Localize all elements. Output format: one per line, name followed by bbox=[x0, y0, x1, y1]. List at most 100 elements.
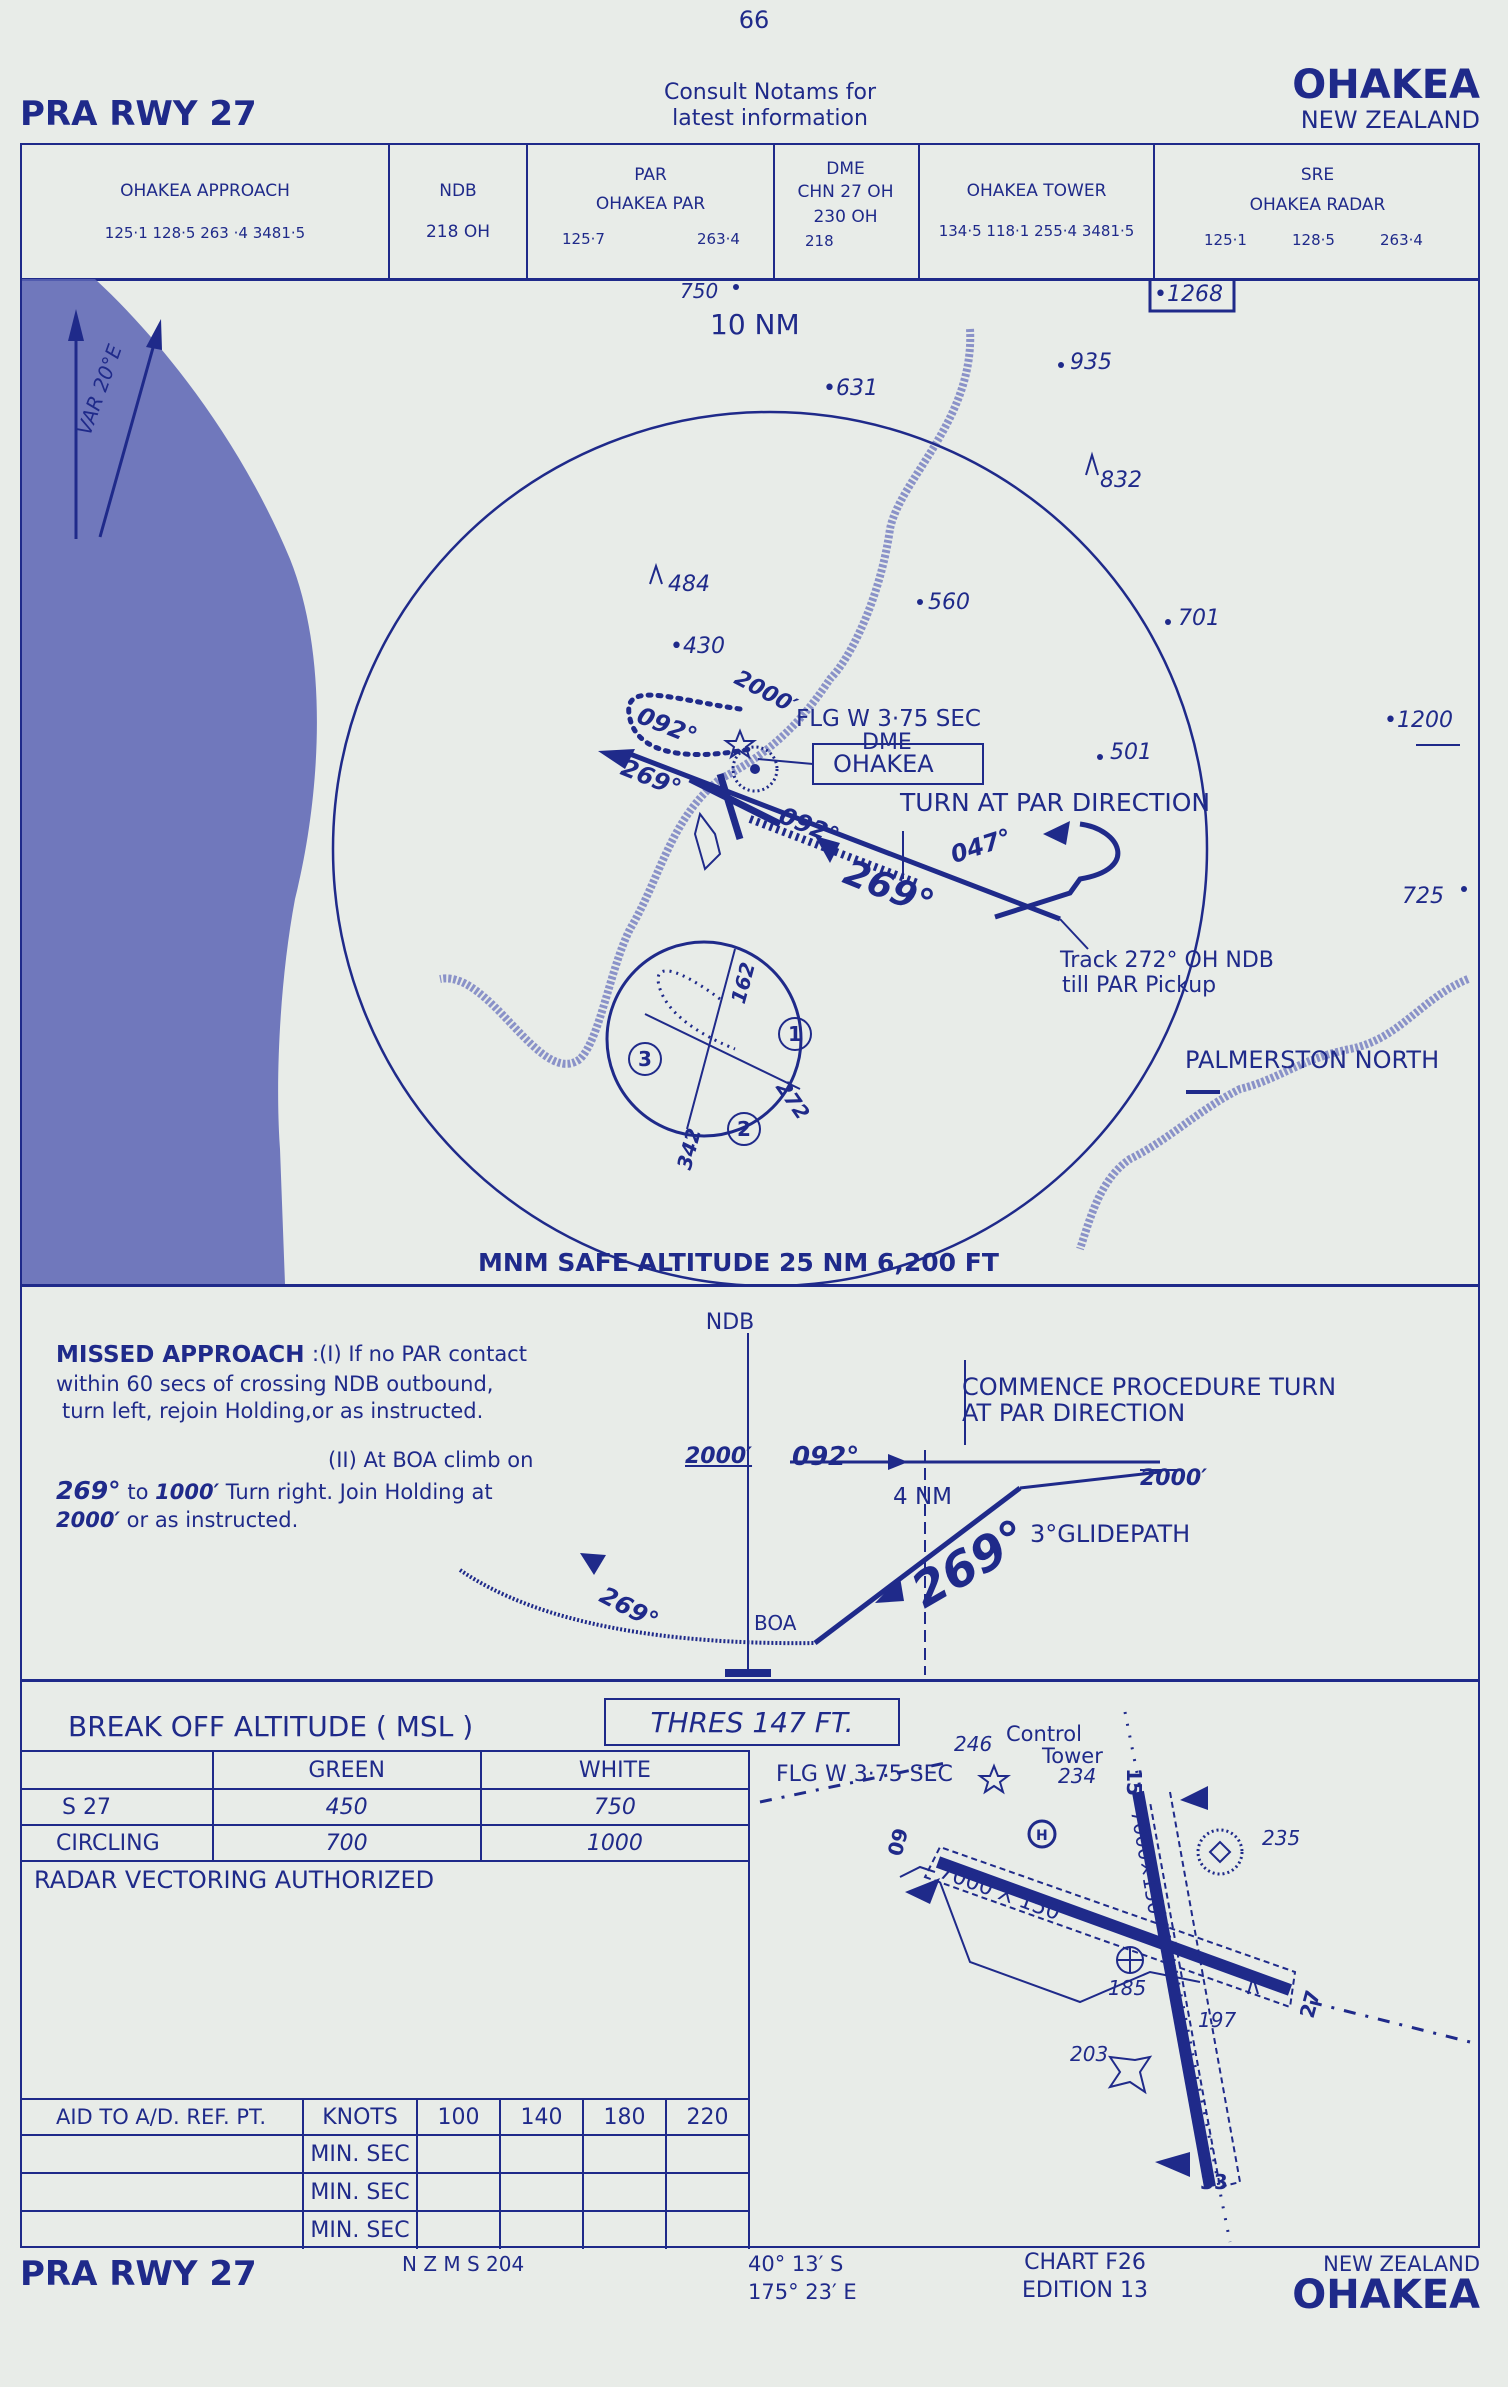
glidepath-label: 3°GLIDEPATH bbox=[1030, 1520, 1191, 1548]
profile-diagram bbox=[458, 1333, 1180, 1677]
missed-heading: 269° bbox=[56, 1476, 121, 1505]
timing-cell bbox=[499, 2210, 584, 2249]
inset-sector-line bbox=[644, 1013, 801, 1090]
inset-sector-3-label: 3 bbox=[638, 1047, 652, 1071]
missed-approach-line1: :(I) If no PAR contact bbox=[312, 1342, 527, 1366]
glidepath bbox=[813, 1486, 1022, 1645]
aid-blank bbox=[20, 2210, 304, 2249]
inset-sector-2-label: 2 bbox=[737, 1117, 751, 1141]
ndb-title: NDB bbox=[439, 181, 477, 201]
country-name: NEW ZEALAND bbox=[1300, 106, 1480, 134]
hangar-symbol bbox=[1107, 2055, 1153, 2095]
inset-sector-1-label: 1 bbox=[788, 1022, 802, 1046]
missed-approach-line5: 269° to 1000′ Turn right. Join Holding a… bbox=[56, 1476, 493, 1505]
par-name: OHAKEA PAR bbox=[595, 194, 706, 214]
spot-elevation-dot bbox=[1461, 886, 1467, 892]
timing-cell bbox=[665, 2134, 750, 2174]
airport-name: OHAKEA bbox=[1292, 62, 1480, 108]
timing-cell bbox=[499, 2172, 584, 2212]
missed-approach-line4: (II) At BOA climb on bbox=[328, 1448, 534, 1472]
altitude-left: 2000′ bbox=[685, 1444, 753, 1469]
missed-instructed: or as instructed. bbox=[119, 1508, 299, 1532]
ring-10nm bbox=[331, 410, 1209, 1286]
boa-corner bbox=[20, 1750, 214, 1790]
spot-832: 832 bbox=[1100, 468, 1142, 493]
knots-label: KNOTS bbox=[302, 2098, 418, 2136]
tower-name: OHAKEA TOWER bbox=[966, 181, 1107, 201]
outbound-arrowhead bbox=[598, 749, 635, 769]
boa-label: BOA bbox=[754, 1611, 797, 1635]
holding-altitude-2000: 2000′ bbox=[56, 1508, 120, 1532]
min-sec-label: MIN. SEC bbox=[302, 2172, 418, 2212]
min-sec-label: MIN. SEC bbox=[302, 2134, 418, 2174]
spot-1200: •1200 bbox=[1384, 708, 1453, 733]
runway-09-27 bbox=[688, 775, 782, 828]
track-note-1: Track 272° OH NDB bbox=[1060, 948, 1274, 973]
obstacle-832 bbox=[1085, 451, 1099, 476]
spot-elevation-dot bbox=[733, 284, 739, 290]
ndb-value: 218 OH bbox=[425, 222, 490, 242]
aerodrome-beacon-star bbox=[977, 1763, 1011, 1795]
inset-sector-3 bbox=[628, 1042, 662, 1076]
flg-label: FLG W 3·75 SEC bbox=[796, 706, 981, 732]
final-arrowhead bbox=[815, 836, 840, 863]
spot-484: 484 bbox=[668, 572, 710, 597]
ndb-station bbox=[725, 1669, 771, 1677]
runway-15-label: 15 bbox=[1121, 1768, 1146, 1796]
speed-220: 220 bbox=[665, 2098, 750, 2136]
row-label-s27: S 27 bbox=[20, 1788, 214, 1826]
footer-edition: EDITION 13 bbox=[1021, 2278, 1149, 2303]
footer-country: NEW ZEALAND bbox=[1323, 2252, 1480, 2276]
missed-approach-line3: turn left, rejoin Holding,or as instruct… bbox=[62, 1399, 484, 1423]
footer-procedure: PRA RWY 27 bbox=[20, 2254, 257, 2294]
threshold-arrow-33 bbox=[1155, 2152, 1190, 2177]
aid-label: AID TO A/D. REF. PT. bbox=[20, 2098, 304, 2136]
magnetic-north-arrowhead bbox=[146, 319, 162, 350]
aerodrome-diagram: H bbox=[759, 1711, 1471, 2243]
missed-approach-line2: within 60 secs of crossing NDB outbound, bbox=[56, 1372, 494, 1396]
footer-chart: CHART F26 bbox=[1024, 2250, 1146, 2275]
inset-sector-line bbox=[686, 948, 736, 1130]
footer-airport: OHAKEA bbox=[1292, 2272, 1480, 2318]
runway-15-33 bbox=[716, 772, 744, 841]
commence-turn-line2: AT PAR DIRECTION bbox=[962, 1399, 1186, 1427]
missed-approach-title: MISSED APPROACH bbox=[56, 1342, 305, 1368]
minima-divider bbox=[748, 1750, 750, 2248]
dme-line3: 218 bbox=[805, 232, 834, 250]
palmerston-north: PALMERSTON NORTH bbox=[1185, 1046, 1440, 1074]
sea-area bbox=[22, 279, 317, 1284]
min-sec-label: MIN. SEC bbox=[302, 2210, 418, 2249]
aid-blank bbox=[20, 2134, 304, 2174]
threshold-elevation: THRES 147 FT. bbox=[650, 1706, 854, 1739]
true-north-arrowhead bbox=[68, 309, 84, 341]
timing-cell bbox=[416, 2210, 501, 2249]
track-note-2: till PAR Pickup bbox=[1062, 973, 1217, 998]
ring-label: 10 NM bbox=[710, 308, 800, 341]
threshold-arrow-09 bbox=[905, 1878, 940, 1904]
procedure-title: PRA RWY 27 bbox=[20, 94, 257, 134]
notam-line2: latest information bbox=[672, 106, 868, 131]
inset-sector-2 bbox=[727, 1112, 761, 1146]
inset-holding bbox=[656, 969, 736, 1051]
timing-cell bbox=[499, 2134, 584, 2174]
sre-title: SRE bbox=[1300, 165, 1335, 185]
spot-725: 725 bbox=[1402, 884, 1444, 909]
divider bbox=[918, 143, 920, 280]
par-title: PAR bbox=[634, 165, 667, 185]
threshold-box bbox=[604, 1698, 900, 1746]
s27-white: 750 bbox=[479, 1788, 751, 1826]
glidepath-upper bbox=[1019, 1470, 1161, 1490]
runway-09-27 bbox=[935, 1856, 1293, 1996]
timing-cell bbox=[416, 2172, 501, 2212]
footer-longitude: 175° 23′ E bbox=[748, 2280, 857, 2304]
sre-name: OHAKEA RADAR bbox=[1249, 195, 1386, 215]
aerodrome-symbol bbox=[693, 811, 722, 871]
missed-climb bbox=[458, 1568, 816, 1646]
footer-latitude: 40° 13′ S bbox=[748, 2252, 844, 2276]
speed-140: 140 bbox=[499, 2098, 584, 2136]
tower-freqs: 134·5 118·1 255·4 3481·5 bbox=[938, 222, 1135, 240]
altitude-right: 2000′ bbox=[1140, 1466, 1208, 1491]
dme-label: DME bbox=[862, 730, 912, 755]
ndb-symbol bbox=[1196, 1828, 1244, 1876]
holding-pattern bbox=[626, 692, 753, 758]
